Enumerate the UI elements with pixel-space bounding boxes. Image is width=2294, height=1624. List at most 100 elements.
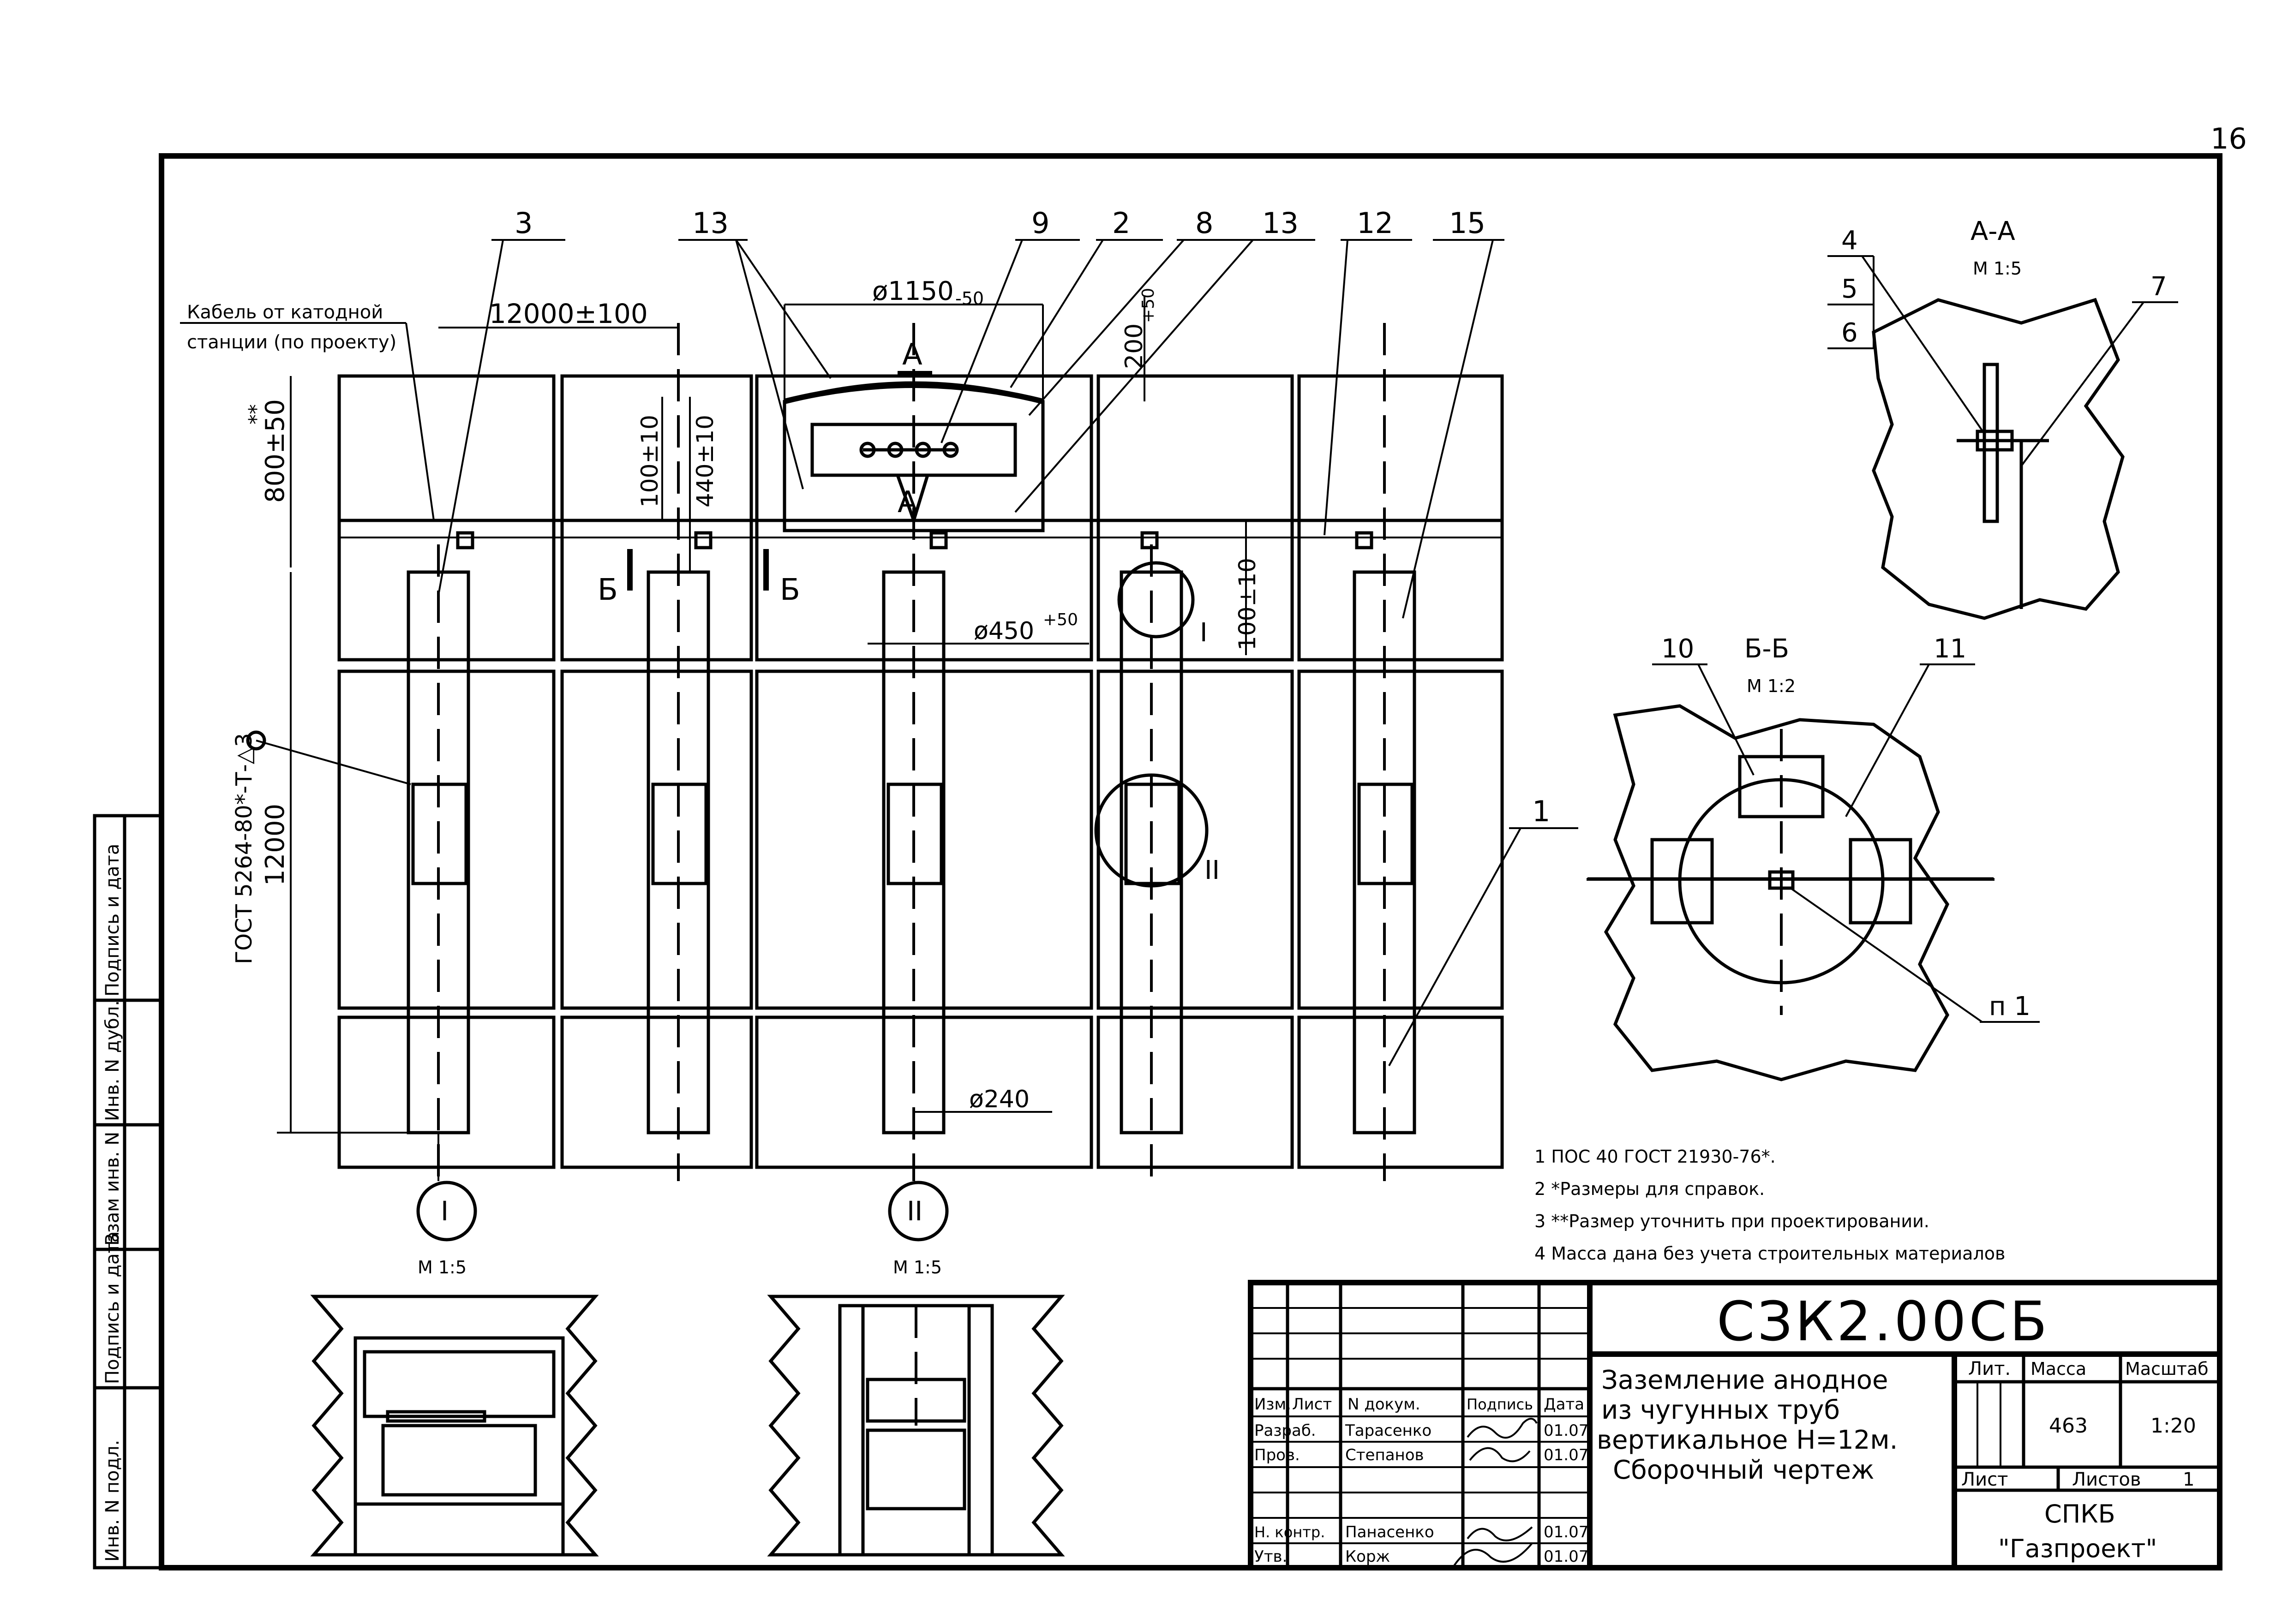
title-block-grid (1251, 1283, 1590, 1568)
callout-13b: 13 (1262, 206, 1299, 240)
tb-code: СЗК2.00СБ (1717, 1290, 2050, 1353)
cable-label: Кабель от катодной станции (по проекту) (180, 302, 435, 521)
cover-assembly (783, 381, 1045, 532)
callout-9: 9 (1031, 206, 1049, 240)
anode-pipe-1 (407, 531, 474, 1181)
note-3: 3 **Размер уточнить при проектировании. (1534, 1211, 1929, 1231)
detail-view-1 (310, 1295, 599, 1557)
tb-date-utv: 01.07 (1544, 1547, 1588, 1566)
section-markers: А А Б Б I II (598, 338, 1220, 888)
dim-450-tol: +50 (1043, 610, 1078, 629)
dim-100b: 100±10 (1234, 520, 1261, 655)
callout-7: 7 (2150, 272, 2167, 302)
dim-200: 200 +50 (1120, 288, 1158, 401)
tb-scale-label: Масштаб (2125, 1359, 2209, 1379)
tb-role-utv: Утв. (1254, 1547, 1287, 1566)
section-bb-scale: М 1:2 (1747, 676, 1796, 696)
dim-100-text: 100±10 (636, 415, 663, 508)
callout-p1: п 1 (1989, 991, 2030, 1021)
tb-title-1: Заземление анодное (1601, 1365, 1888, 1395)
tb-org-2: "Газпроект" (1998, 1534, 2157, 1563)
note-1: 1 ПОС 40 ГОСТ 21930-76*. (1534, 1146, 1776, 1167)
tb-sheets-label: Листов (2072, 1469, 2141, 1490)
callout-1: 1 (1532, 794, 1550, 828)
callout-3: 3 (515, 206, 533, 240)
view-2-label: II (907, 1195, 922, 1227)
tb-sheets-value: 1 (2183, 1469, 2194, 1490)
callout-12: 12 (1357, 206, 1393, 240)
section-aa-scale: М 1:5 (1973, 258, 2022, 279)
tb-title-2: из чугунных труб (1601, 1395, 1840, 1425)
signatures (1453, 1418, 1538, 1567)
callout-11: 11 (1934, 634, 1966, 664)
side-stamp-inv-podl: Инв. N подл. (102, 1440, 123, 1562)
tb-head-sign: Подпись (1467, 1396, 1533, 1413)
section-a-bottom: А (898, 485, 918, 519)
callout-15: 15 (1449, 206, 1485, 240)
tb-head-izm: Изм. (1254, 1395, 1291, 1414)
section-b-right: Б (780, 573, 800, 607)
section-aa: А-А М 1:5 4 5 6 7 (1827, 216, 2178, 620)
section-bb-title: Б-Б (1744, 634, 1789, 664)
anode-pipe-3 (882, 323, 948, 1181)
tb-mass-value: 463 (2049, 1414, 2088, 1438)
dim-pitch-text: 12000±100 (489, 298, 648, 329)
anode-pipes (407, 323, 1416, 1181)
tb-head-doc: N докум. (1348, 1395, 1420, 1414)
tb-head-list: Лист (1292, 1395, 1332, 1414)
callout-5: 5 (1841, 274, 1858, 304)
dim-pitch: 12000±100 (438, 298, 678, 329)
anode-pipe-5 (1353, 323, 1416, 1181)
dim-450-text: ø450 (974, 617, 1034, 645)
tb-head-date: Дата (1544, 1395, 1584, 1414)
side-stamp: Инв. N подл. Подпись и дата Взам инв. N … (93, 814, 163, 1570)
section-aa-title: А-А (1971, 216, 2015, 246)
row-bottom (337, 1015, 1504, 1169)
dim-length: 12000 ГОСТ 5264-80*-Т-△3 (231, 572, 415, 1134)
dim-200-text: 200 (1120, 323, 1148, 369)
dim-450: ø450 +50 (868, 610, 1089, 645)
tb-role-prov: Пров. (1254, 1446, 1300, 1464)
tb-sheet-label: Лист (1961, 1469, 2008, 1490)
side-stamp-vzam-inv: Взам инв. N (102, 1132, 123, 1246)
dim-240-text: ø240 (969, 1086, 1030, 1113)
note-4: 4 Масса дана без учета строительных мате… (1534, 1243, 2005, 1264)
section-b-left: Б (598, 573, 618, 607)
dim-240: ø240 (914, 1086, 1052, 1113)
callouts: 3 13 9 2 8 13 12 15 1 (437, 206, 1578, 1066)
detail-circle-2 (1094, 773, 1209, 888)
tb-name-razrab: Тарасенко (1345, 1421, 1432, 1440)
tb-name-prov: Степанов (1345, 1446, 1424, 1464)
callout-10: 10 (1661, 634, 1694, 664)
row-top (337, 374, 1504, 662)
dim-800-mark: ** (245, 404, 268, 424)
dim-440-text: 440±10 (692, 415, 719, 508)
section-bb: Б-Б М 1:2 10 11 п 1 (1587, 634, 2040, 1081)
dim-cover: ø1150 -50 (784, 276, 1044, 401)
sheet-number: 16 (2210, 122, 2247, 155)
view-1-scale: М 1:5 (418, 1257, 467, 1278)
dim-800: 800±50 ** (245, 376, 292, 567)
callout-2: 2 (1112, 206, 1130, 240)
detail-view-2 (767, 1295, 1065, 1557)
side-stamp-inv-dubl: Инв. N дубл. (102, 1000, 123, 1121)
cable-label-line1: Кабель от катодной (187, 302, 383, 323)
callout-13a: 13 (692, 206, 729, 240)
tb-title-3: вертикальное Н=12м. (1597, 1425, 1898, 1455)
tb-title-4: Сборочный чертеж (1613, 1455, 1874, 1485)
view-1-label: I (441, 1195, 449, 1227)
detail-label-2: II (1204, 855, 1220, 885)
detail-label-1: I (1200, 618, 1208, 648)
dim-100b-text: 100±10 (1234, 558, 1261, 651)
tb-date-nkontr: 01.07 (1544, 1523, 1588, 1541)
tb-name-utv: Корж (1345, 1547, 1390, 1566)
notes: 1 ПОС 40 ГОСТ 21930-76*. 2 *Размеры для … (1534, 1146, 2005, 1264)
tb-name-nkontr: Панасенко (1345, 1523, 1434, 1541)
dim-800-text: 800±50 (260, 399, 290, 503)
view-2-scale: М 1:5 (893, 1257, 942, 1278)
tb-org-1: СПКБ (2044, 1499, 2115, 1528)
side-stamp-sign-date-1: Подпись и дата (102, 1231, 123, 1384)
tb-role-nkontr: Н. контр. (1254, 1523, 1325, 1541)
dim-100-440: 100±10 440±10 (636, 397, 719, 572)
dim-length-text: 12000 (260, 804, 290, 886)
